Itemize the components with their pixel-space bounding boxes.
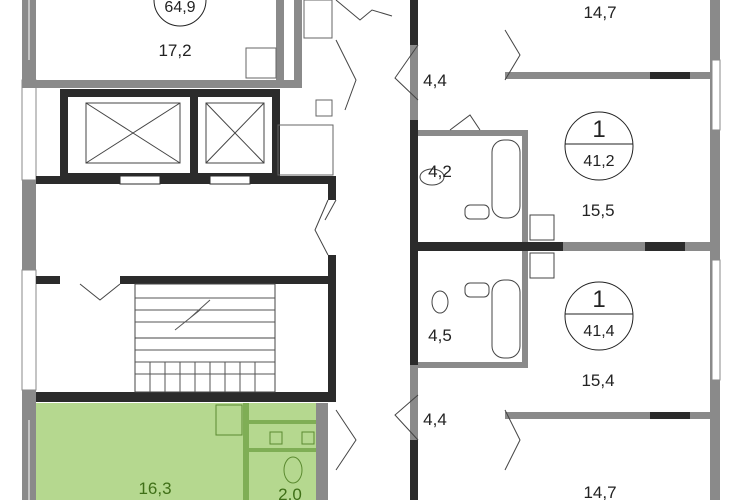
apartment-b-bath-area: 4,5 [428, 326, 452, 345]
selected-room-area: 16,3 [138, 479, 171, 498]
apartment-a[interactable]: 1 41,2 4,2 15,5 [428, 111, 634, 220]
right-top-room-area: 14,7 [583, 3, 616, 22]
bathtub-icon [491, 139, 521, 219]
right-bottom-room-area: 14,7 [583, 483, 616, 500]
toilet-icon [431, 290, 449, 314]
apartment-b-rooms: 1 [592, 286, 605, 313]
left-exterior-wall [21, 0, 37, 500]
apartment-b-room-area: 15,4 [581, 371, 614, 390]
apartment-b[interactable]: 1 41,4 4,5 15,4 [428, 281, 634, 390]
apartment-a-bath-area: 4,2 [428, 162, 452, 181]
apartment-b-total-area: 41,4 [583, 323, 614, 340]
elevator-block [36, 89, 336, 185]
right-top-hall-area: 4,4 [423, 71, 447, 90]
selected-apartment[interactable]: 16,3 2,0 [36, 403, 316, 500]
elevator-shaft-1 [85, 102, 181, 164]
apartment-a-total-area: 41,2 [583, 153, 614, 170]
apartment-a-rooms: 1 [592, 116, 605, 143]
stairwell [36, 176, 336, 402]
apartment-a-room-area: 15,5 [581, 201, 614, 220]
toilet-icon [283, 456, 303, 484]
bathtub-icon [491, 279, 521, 359]
sink-icon [464, 204, 490, 220]
toilet-icon [419, 168, 445, 186]
right-bottom-hall-area: 4,4 [423, 410, 447, 429]
elevator-shaft-2 [205, 102, 265, 164]
top-left-room-area: 17,2 [158, 41, 191, 60]
top-left-apartment: 64,9 17,2 [22, 0, 333, 117]
right-units: 14,7 4,4 1 41,2 4,2 15,5 1 41,4 4,5 15,4… [394, 0, 721, 500]
top-left-total-area: 64,9 [164, 0, 195, 16]
sink-icon [464, 282, 490, 298]
selected-bath-area: 2,0 [278, 485, 302, 500]
corridor [316, 0, 418, 500]
apartment-badge [153, 0, 207, 27]
